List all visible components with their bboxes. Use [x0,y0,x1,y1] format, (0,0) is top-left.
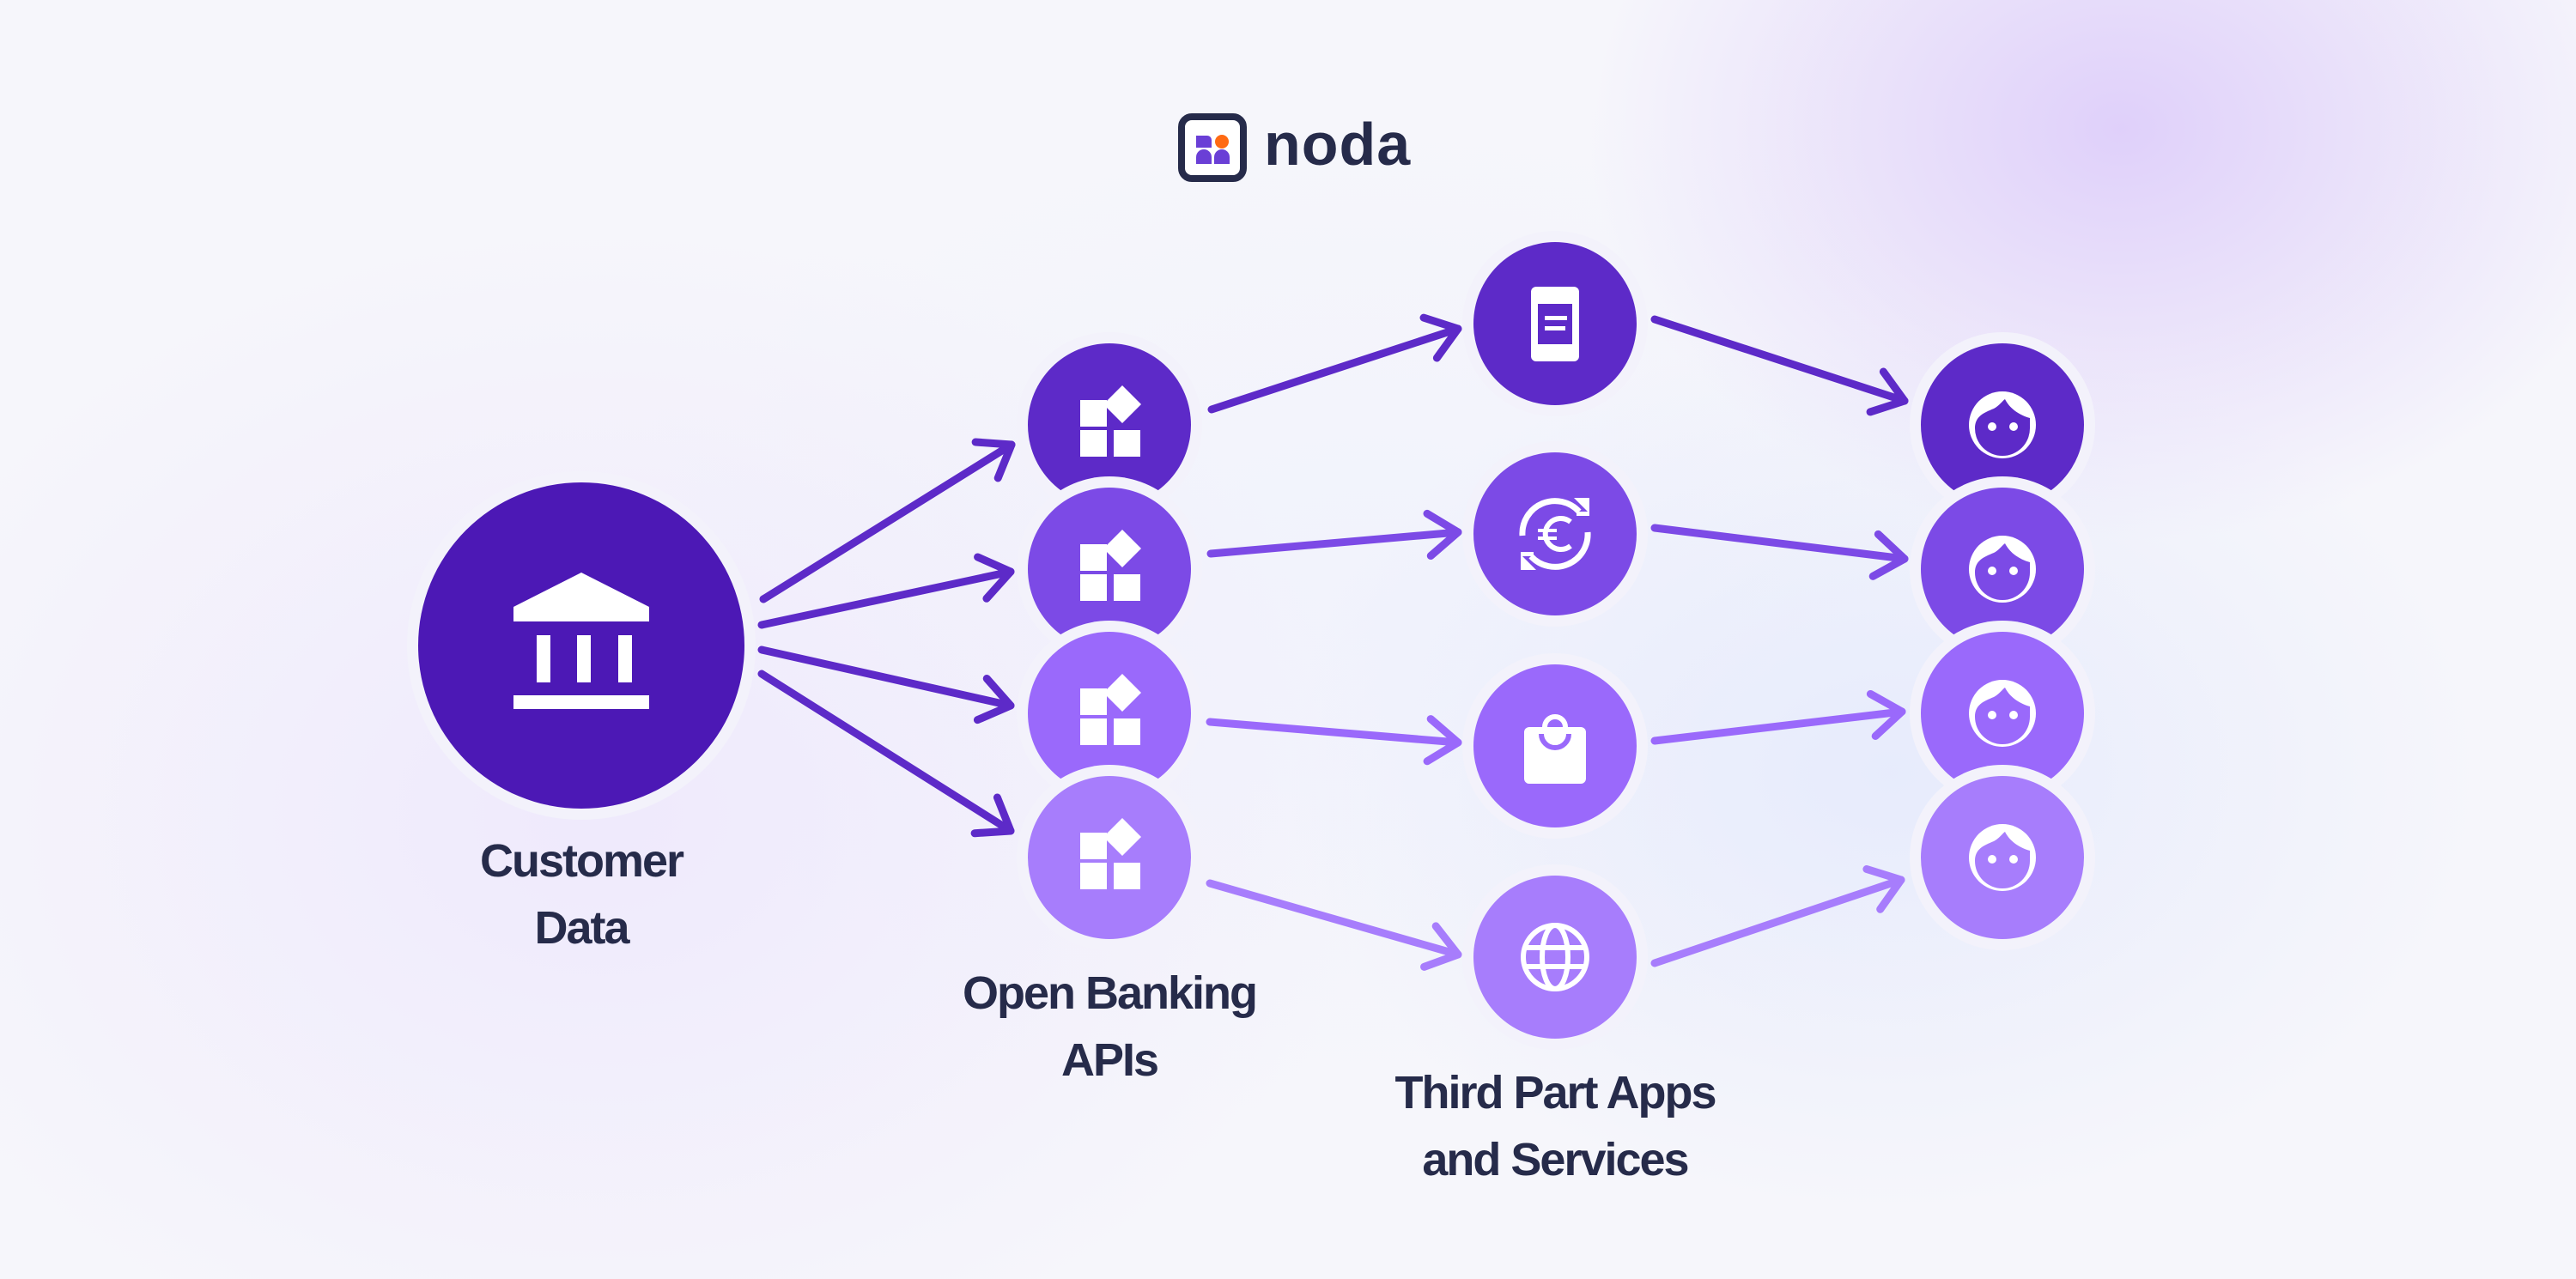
arrow-apps-1-to-users-1 [1650,524,1909,580]
label-line: APIs [1060,1034,1159,1086]
node-circle [1028,343,1191,506]
arrowhead [974,553,1015,603]
arrowhead [1866,689,1906,741]
node-apis-1 [1017,332,1202,518]
node-users-4 [1910,765,2095,950]
arrowhead [1868,530,1909,580]
apps-grid-icon [1080,385,1141,457]
arrow-apis-0-to-apps-0 [1207,313,1462,414]
node-users-1 [1910,332,2095,518]
arrowhead [971,438,1016,482]
node-users-3 [1910,621,2095,806]
node-apps-4 [1462,864,1648,1050]
arrowhead [1423,509,1462,561]
node-customer-data [407,471,756,820]
arrowhead [1862,864,1905,913]
label-line: and Services [1422,1134,1689,1185]
apps-grid-icon [1080,674,1141,745]
label-line: Customer [479,835,684,887]
shopping-bag-icon [1524,714,1586,784]
arrow-customer-to-apis-0 [759,438,1016,603]
label-line: Third Part Apps [1394,1067,1716,1118]
bank-icon [513,573,649,709]
label-line: Open Banking [962,967,1258,1019]
node-apps-2 [1462,441,1648,627]
node-circle [1473,876,1637,1039]
noda-logo-mark-icon [1178,113,1247,182]
apps-grid-icon [1080,530,1141,601]
user-face-icon [1969,391,2036,458]
node-apis-3 [1017,621,1202,806]
node-circle [1473,452,1637,615]
node-circle [1028,632,1191,795]
node-circle [1028,776,1191,939]
arrowhead [1419,313,1462,362]
noda-logo: noda [1178,113,1411,182]
node-apps-1 [1462,231,1648,416]
user-face-icon [1969,536,2036,603]
mobile-app-icon [1531,287,1579,361]
arrow-apps-2-to-users-2 [1650,689,1906,745]
arrowhead [1423,715,1462,766]
apps-grid-icon [1080,818,1141,889]
arrow-customer-to-apis-3 [757,670,1015,838]
label-line: Data [534,902,629,954]
user-face-icon [1969,824,2036,891]
arrow-customer-to-apis-2 [757,646,1015,724]
user-face-icon [1969,680,2036,747]
noda-logo-wordmark: noda [1264,111,1412,178]
label-open-banking-apis: Open Banking APIs [895,960,1324,1094]
arrowhead [1420,922,1462,971]
arrow-customer-to-apis-1 [757,553,1015,629]
arrow-apis-3-to-apps-3 [1206,879,1462,971]
arrowhead [1866,367,1909,416]
globe-icon [1521,923,1589,991]
flow-arrows [757,313,1909,971]
arrow-apis-2-to-apps-2 [1206,715,1462,766]
arrow-apps-0-to-users-0 [1650,315,1909,416]
label-customer-data: Customer Data [410,827,753,961]
label-third-party-apps: Third Part Apps and Services [1319,1059,1791,1193]
node-apps-3 [1462,653,1648,839]
arrowhead [970,793,1015,838]
arrow-apps-3-to-users-3 [1650,864,1905,967]
euro-exchange-icon [1519,498,1591,570]
node-apis-4 [1017,765,1202,950]
arrowhead [973,674,1015,724]
node-circle [1028,488,1191,651]
node-users-2 [1910,476,2095,662]
node-apis-2 [1017,476,1202,662]
arrow-apis-1-to-apps-1 [1206,509,1462,561]
flow-nodes [407,231,2095,1050]
